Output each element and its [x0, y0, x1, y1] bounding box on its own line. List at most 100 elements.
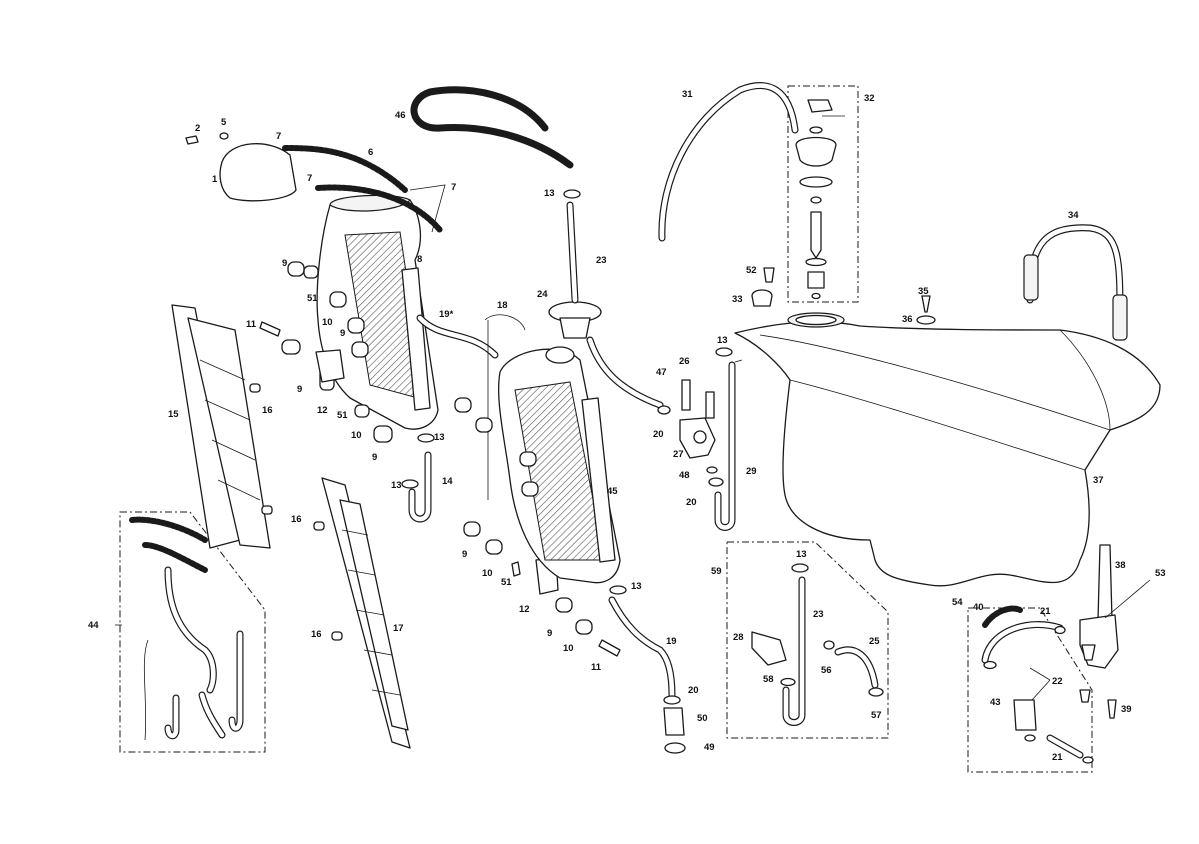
callout: 16 — [311, 629, 322, 640]
water-pump-junction — [679, 379, 716, 459]
kit-44-box — [119, 511, 266, 753]
leader-lines — [115, 115, 1151, 701]
cap-32-box — [787, 85, 859, 303]
callout: 28 — [733, 632, 744, 643]
kit-59-box — [726, 541, 889, 739]
fitting-50 — [663, 707, 685, 736]
right-radiator — [497, 346, 621, 584]
callout: 16 — [262, 405, 273, 416]
callout: 22 — [1052, 676, 1063, 687]
hose-23-inner — [567, 202, 578, 303]
callout: 20 — [653, 429, 664, 440]
callout: 58 — [763, 674, 774, 685]
callout: 35 — [918, 286, 929, 297]
callout: 2 — [195, 123, 200, 134]
callout: 13 — [544, 188, 555, 199]
hose-kit-44 — [129, 516, 244, 741]
hose-18 — [484, 314, 526, 500]
callout: 7 — [451, 182, 456, 193]
callout: 20 — [688, 685, 699, 696]
clamp-13b — [417, 433, 435, 443]
callout: 7 — [276, 131, 281, 142]
washer-36 — [916, 315, 936, 325]
callout: 45 — [607, 486, 618, 497]
radiator-cap — [548, 301, 602, 339]
callout: 50 — [697, 713, 708, 724]
callout: 47 — [656, 367, 667, 378]
vent-hose — [658, 82, 799, 242]
seal-49 — [664, 742, 686, 754]
screw-39b — [1079, 689, 1091, 703]
callout: 44 — [88, 620, 99, 631]
callout: 49 — [704, 742, 715, 753]
callout: 6 — [368, 147, 373, 158]
callout: 19 — [666, 636, 677, 647]
callout: 25 — [869, 636, 880, 647]
callout: 5 — [221, 117, 227, 128]
callout: 52 — [746, 265, 757, 276]
plug-16a — [249, 383, 261, 393]
callout: 11 — [591, 662, 602, 673]
radiator-guard-left — [171, 304, 271, 549]
hose-29-inner — [715, 362, 735, 530]
filler-cap-assembly — [795, 99, 837, 300]
callout: 31 — [682, 89, 693, 100]
callout: 26 — [679, 356, 690, 367]
callout: 16 — [291, 514, 302, 525]
grommet-33 — [751, 289, 773, 307]
callout: 36 — [902, 314, 913, 325]
callout: 10 — [322, 317, 333, 328]
overflow-hoses — [282, 86, 574, 233]
callout: 46 — [395, 110, 406, 121]
hose-19-star-inner — [417, 315, 498, 358]
callout: 38 — [1115, 560, 1126, 571]
plug-16b — [261, 505, 273, 515]
callout: 12 — [317, 405, 328, 416]
callout: 40 — [973, 602, 984, 613]
fuel-tap — [1079, 544, 1119, 669]
callout: 39 — [1121, 704, 1132, 715]
callout: 19* — [439, 309, 454, 320]
hose-kit-59 — [751, 563, 884, 726]
washer-48 — [706, 466, 718, 474]
callout: 10 — [351, 430, 362, 441]
callout: 51 — [501, 577, 512, 588]
callout: 13 — [631, 581, 642, 592]
callout: 33 — [732, 294, 743, 305]
callout: 13 — [391, 480, 402, 491]
callout: 9 — [340, 328, 345, 339]
callout: 24 — [537, 289, 548, 300]
callout: 23 — [813, 609, 824, 620]
left-radiator — [316, 194, 439, 430]
bolt-2 — [185, 135, 199, 145]
callout: 56 — [821, 665, 832, 676]
callout: 9 — [372, 452, 377, 463]
callout: 21 — [1052, 752, 1063, 763]
fuel-line-kit-54 — [981, 605, 1094, 764]
callout: 59 — [711, 566, 722, 577]
clamp-13c — [401, 479, 419, 489]
callout: 11 — [246, 319, 257, 330]
callout: 17 — [393, 623, 404, 634]
screw-35 — [921, 295, 931, 313]
callout: 13 — [796, 549, 807, 560]
callout: 29 — [746, 466, 757, 477]
callout: 12 — [519, 604, 530, 615]
callout: 1 — [212, 174, 218, 185]
callout: 10 — [563, 643, 574, 654]
callout: 32 — [864, 93, 875, 104]
kit-54-box — [967, 607, 1093, 773]
callout: 43 — [990, 697, 1001, 708]
plug-16c — [313, 521, 325, 531]
callout: 48 — [679, 470, 690, 481]
rubber-grommets-right — [454, 397, 593, 635]
callout: 20 — [686, 497, 697, 508]
bracket-12-left — [315, 349, 345, 383]
clamp-13a — [563, 189, 581, 199]
screw-39 — [1107, 699, 1117, 719]
callout: 54 — [952, 597, 963, 608]
clamp-13d — [609, 585, 627, 595]
hose-cap-to-junction-inner — [587, 337, 663, 408]
